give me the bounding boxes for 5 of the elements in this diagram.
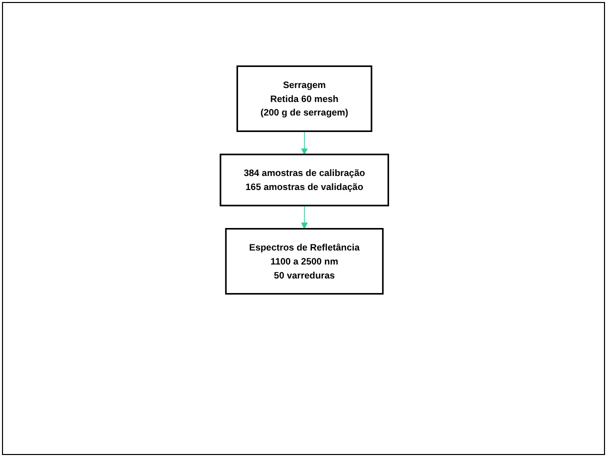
arrow: [301, 205, 308, 230]
node-box: 384 amostras de calibração 165 amostras de validação: [220, 154, 390, 206]
arrow: [301, 130, 308, 155]
node-box: Espectros de Refletância 1100 a 2500 nm 50 varreduras: [225, 228, 384, 295]
node-box: Serragem Retida 60 mesh (200 g de serragem): [236, 65, 372, 132]
